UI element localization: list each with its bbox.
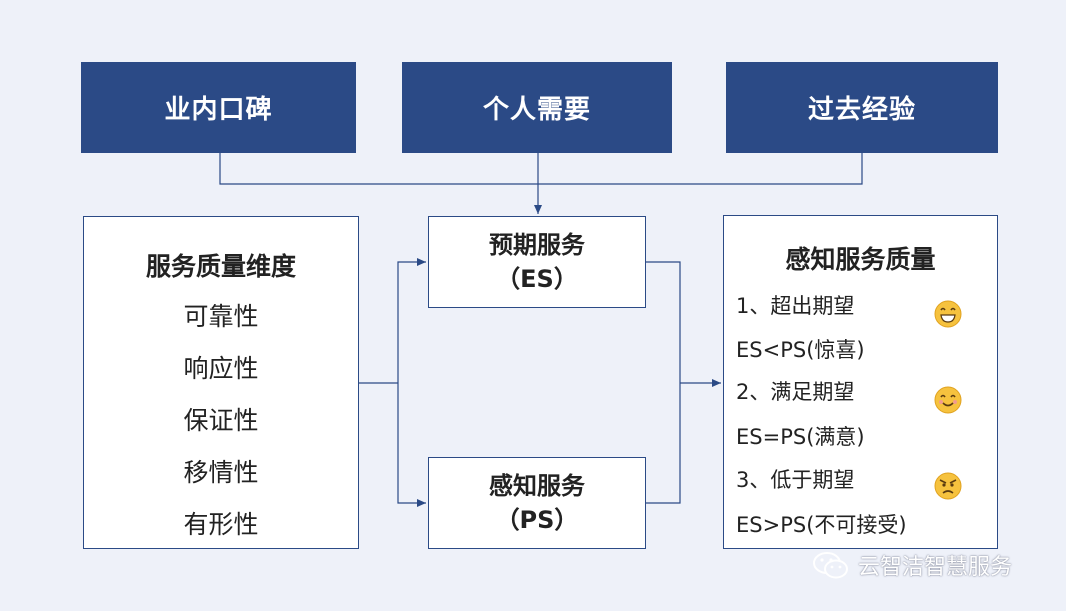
dimensions-title: 服务质量维度 xyxy=(145,252,296,281)
factor-label: 业内口碑 xyxy=(164,95,273,125)
watermark: 云智洁智慧服务 xyxy=(812,548,1012,582)
dimension-item: 可靠性 xyxy=(183,302,259,331)
factor-box-past-experience: 过去经验 xyxy=(726,62,998,153)
case-relation: ES<PS(惊喜) xyxy=(736,338,865,362)
perceived-service-abbr: （PS） xyxy=(495,506,579,534)
dimension-item: 移情性 xyxy=(183,458,259,487)
es-out-line xyxy=(646,261,681,504)
factors-merge-line xyxy=(219,153,863,185)
dimensions-panel: 服务质量维度 可靠性 响应性 保证性 移情性 有形性 xyxy=(83,216,359,549)
case-relation: ES>PS(不可接受) xyxy=(736,513,907,537)
dimension-item: 响应性 xyxy=(183,354,259,383)
factor-label: 过去经验 xyxy=(807,95,916,125)
factor-label: 个人需要 xyxy=(482,95,591,125)
perceived-service-title: 感知服务 xyxy=(489,472,585,500)
case-relation: ES=PS(满意) xyxy=(736,425,865,449)
wechat-icon xyxy=(813,552,848,579)
perceived-quality-panel: 感知服务质量 1、超出期望 ES<PS(惊喜) 2、满足期望 ES=PS(满意)… xyxy=(723,215,998,549)
dimension-item: 有形性 xyxy=(183,510,259,539)
grinning-face-icon xyxy=(934,300,962,328)
perceived-service-box: 感知服务 （PS） xyxy=(428,457,646,549)
perceived-quality-title: 感知服务质量 xyxy=(785,245,936,274)
expected-service-title: 预期服务 xyxy=(489,231,585,259)
case-heading: 2、满足期望 xyxy=(736,380,855,404)
dim-to-ps-arrow xyxy=(397,383,426,507)
watermark-text: 云智洁智慧服务 xyxy=(858,555,1013,580)
smiling-face-icon xyxy=(934,386,962,414)
dim-to-es-arrow xyxy=(397,258,426,383)
factor-box-reputation: 业内口碑 xyxy=(81,62,356,153)
case-heading: 1、超出期望 xyxy=(736,294,855,318)
expected-service-abbr: （ES） xyxy=(496,265,578,293)
case-heading: 3、低于期望 xyxy=(736,468,855,492)
factor-box-personal-needs: 个人需要 xyxy=(402,62,672,153)
dimension-item: 保证性 xyxy=(183,406,259,435)
angry-face-icon xyxy=(934,472,962,500)
expected-service-box: 预期服务 （ES） xyxy=(428,216,646,308)
